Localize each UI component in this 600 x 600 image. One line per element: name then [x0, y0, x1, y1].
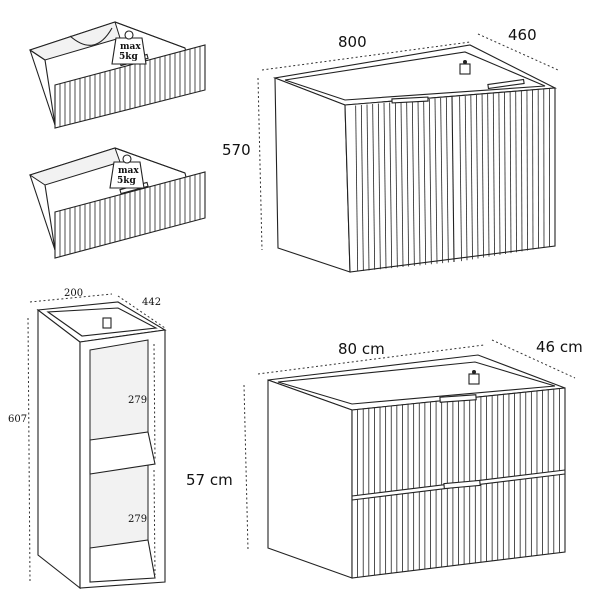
flute-line [394, 101, 398, 268]
dim-line-width-80cm [257, 344, 485, 375]
dim-depth-460: 460 [508, 26, 537, 44]
flute-line [377, 103, 381, 270]
flute-line [498, 92, 501, 255]
cabinet-two-drawers: 80 cm 46 cm 57 cm [186, 338, 583, 579]
flute-line [406, 100, 410, 267]
flute-line [400, 101, 404, 268]
flute-line [520, 90, 523, 252]
dim-width-800: 800 [338, 33, 367, 51]
weight-label-value-2: 5kg [117, 176, 136, 186]
flute-line [434, 98, 438, 264]
dim-height-57cm: 57 cm [186, 471, 233, 489]
flute-line [440, 97, 444, 264]
drawer-illustration-top: max 5kg [28, 21, 206, 129]
flute-line [470, 95, 473, 260]
flute-line [515, 91, 517, 253]
dim-line-height-570 [257, 77, 263, 251]
fluted-panel-drawer-top [59, 46, 201, 127]
dim-line-height-57cm [243, 384, 249, 551]
flute-line [355, 105, 359, 272]
drawer-lower-fluted [357, 474, 560, 578]
dim-line-width-200 [29, 293, 113, 303]
dim-line-width-800 [261, 41, 471, 71]
flute-line [372, 103, 376, 270]
weight-label-value: 5kg [119, 52, 138, 62]
flute-line [411, 100, 415, 266]
weight-label-max-2: max [118, 166, 139, 176]
flute-line [366, 104, 370, 271]
flute-line [417, 99, 421, 266]
dim-depth-442: 442 [142, 297, 161, 308]
flute-line [360, 104, 364, 271]
flute-line [383, 102, 387, 269]
flute-line [423, 99, 427, 265]
flute-line [428, 98, 432, 265]
drawer-illustration-bottom: max 5kg [28, 147, 206, 259]
door-left-fluted [355, 97, 449, 272]
flute-line [445, 97, 449, 263]
door-right-fluted [459, 88, 550, 262]
flute-line [487, 93, 490, 257]
flute-line [481, 94, 484, 258]
dim-line-shelf-upper [153, 343, 156, 461]
weight-icon-top: max 5kg [111, 30, 147, 65]
tall-open-cabinet: 200 442 607 279 279 [8, 288, 167, 590]
dim-shelf-lower-279: 279 [128, 514, 147, 525]
flute-line [459, 96, 462, 262]
flute-line [504, 92, 506, 255]
dim-line-depth-46cm [491, 339, 576, 379]
dim-height-570: 570 [222, 141, 251, 159]
dim-depth-46cm: 46 cm [536, 338, 583, 356]
flute-line [464, 95, 468, 261]
flute-line [526, 90, 528, 251]
drawer-upper-fluted [357, 388, 560, 496]
flute-line [476, 94, 479, 259]
dim-width-80cm: 80 cm [338, 340, 385, 358]
dim-line-height-607 [27, 317, 31, 583]
flute-line [492, 93, 495, 256]
flute-line [389, 102, 393, 269]
flute-line [509, 91, 512, 254]
cabinet-two-doors: 800 460 570 [222, 26, 559, 273]
dim-line-depth-442 [117, 295, 166, 329]
dim-shelf-upper-279: 279 [128, 395, 147, 406]
fluted-panel-drawer-bottom [59, 173, 201, 257]
weight-label-max: max [120, 42, 141, 52]
dim-line-depth-460 [477, 33, 559, 71]
dim-height-607: 607 [8, 414, 27, 425]
weight-icon-bottom: max 5kg [109, 154, 145, 189]
dim-width-200: 200 [64, 288, 83, 299]
